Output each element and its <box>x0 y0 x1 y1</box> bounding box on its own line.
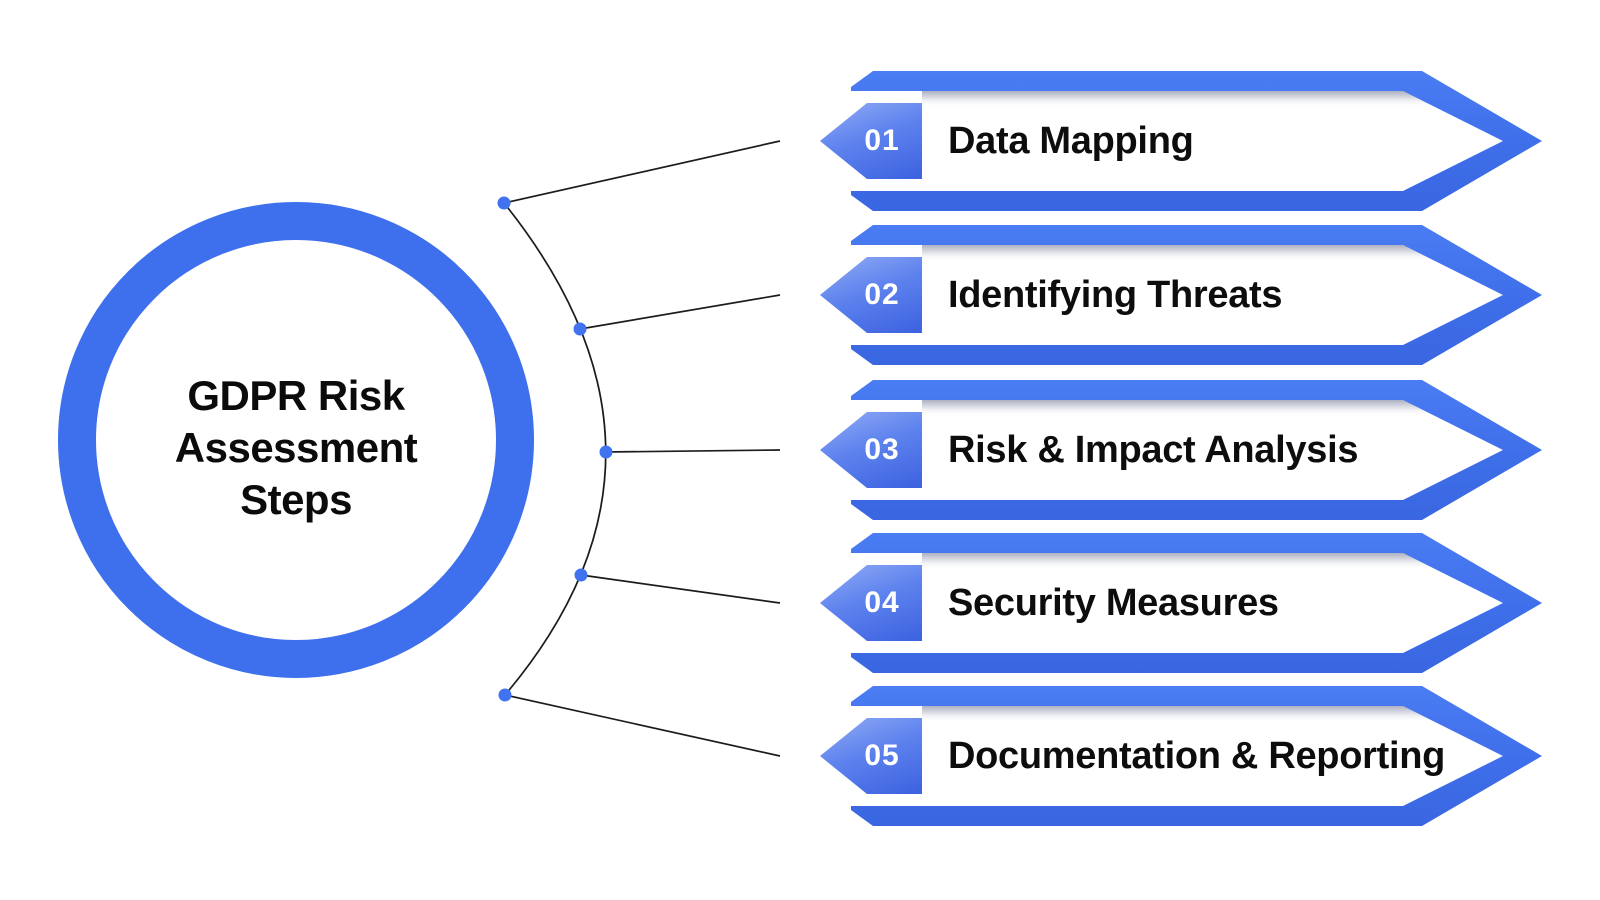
connector-line-5 <box>504 694 781 757</box>
diagram-title: GDPR Risk Assessment Steps <box>174 354 418 526</box>
diagram-title-line-1: GDPR Risk <box>187 372 405 419</box>
connector-line-2 <box>579 294 781 330</box>
step-label: Security Measures <box>948 581 1279 624</box>
step-label: Risk & Impact Analysis <box>948 428 1359 471</box>
banner-body <box>901 706 1503 806</box>
step-number: 04 <box>864 586 900 619</box>
banner-body <box>901 400 1503 500</box>
step-number: 03 <box>864 433 900 466</box>
banner-body <box>901 91 1503 191</box>
connector-line-3 <box>605 449 781 453</box>
banner-body <box>901 553 1503 653</box>
step-label: Identifying Threats <box>948 273 1283 316</box>
connector-line-1 <box>503 140 781 204</box>
step-label: Documentation & Reporting <box>948 734 1446 777</box>
connector-dot-4 <box>574 568 588 582</box>
connector-dot-3 <box>599 445 613 459</box>
step-banner-2: 02 Identifying Threats <box>780 225 1542 365</box>
center-circle: GDPR Risk Assessment Steps <box>58 202 534 678</box>
step-banner-5: 05 Documentation & Reporting <box>780 686 1542 826</box>
connector-line-4 <box>580 574 781 604</box>
step-number: 01 <box>864 124 900 157</box>
step-banner-1: 01 Data Mapping <box>780 71 1542 211</box>
connector-dot-2 <box>573 322 587 336</box>
diagram-title-line-3: Steps <box>240 476 352 523</box>
step-number: 05 <box>864 739 900 772</box>
banner-body <box>901 245 1503 345</box>
step-banner-3: 03 Risk & Impact Analysis <box>780 380 1542 520</box>
step-number: 02 <box>864 278 900 311</box>
connector-dot-5 <box>498 688 512 702</box>
step-banner-4: 04 Security Measures <box>780 533 1542 673</box>
connector-dot-1 <box>497 196 511 210</box>
step-label: Data Mapping <box>948 119 1194 162</box>
diagram-title-line-2: Assessment <box>174 424 418 471</box>
